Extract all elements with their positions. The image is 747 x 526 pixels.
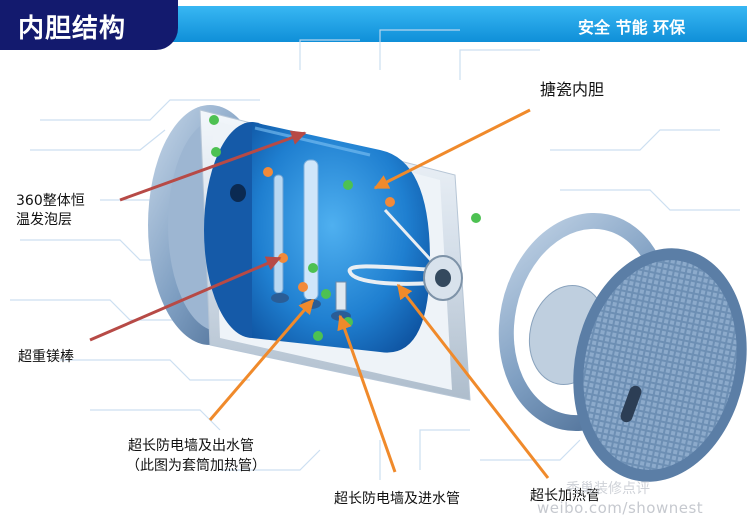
label-outlet-line2: （此图为套筒加热管） (126, 458, 266, 474)
watermark-line1: 秀巢装修点评 (566, 481, 650, 497)
watermark-line2: weibo.com/shownest (537, 499, 704, 517)
front-grille-cover (573, 248, 747, 482)
label-enamel-tank: 搪瓷内胆 (540, 80, 605, 99)
label-outlet-line1: 超长防电墙及出水管 (128, 438, 254, 454)
arrow-outlet-pipe (208, 298, 315, 421)
callout-arrows (89, 108, 550, 479)
tank-port (230, 184, 246, 202)
arrow-enamel-tank (373, 108, 531, 190)
header-bar (150, 6, 747, 42)
label-foam-line2: 温发泡层 (16, 212, 72, 228)
arrow-magnesium-rod (89, 256, 282, 342)
label-magnesium-rod: 超重镁棒 (18, 349, 74, 365)
circuit-background (10, 29, 740, 480)
label-foam-line1: 360整体恒 (16, 193, 85, 209)
arrow-inlet-pipe (337, 314, 397, 473)
header-slogan: 安全 节能 环保 (578, 18, 686, 37)
arrow-foam-layer (119, 130, 307, 202)
label-heating-tube: 超长加热管 (530, 488, 600, 504)
page-title: 内胆结构 (18, 14, 127, 44)
title-tab: 内胆结构 (0, 0, 178, 50)
arrow-heating-tube (396, 283, 550, 479)
heating-tube (347, 264, 441, 286)
label-inlet-pipe: 超长防电墙及进水管 (334, 491, 460, 507)
